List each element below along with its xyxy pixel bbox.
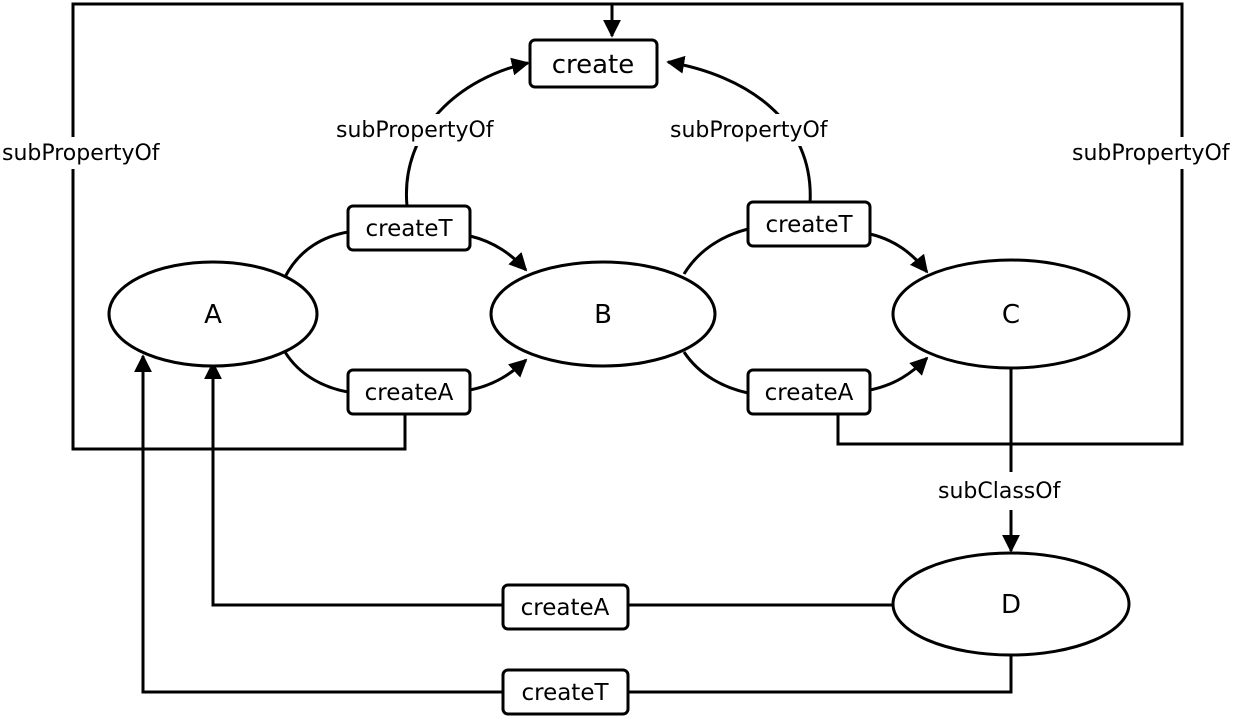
box-a-b-create-a-label: createA [365, 380, 454, 406]
edge-b-c-create-a-2 [869, 356, 929, 392]
box-a-b-create-t-label: createT [365, 216, 453, 242]
edge-a-b-create-a [283, 351, 349, 394]
box-b-c-create-t: createT [746, 200, 872, 248]
edge-outer-right-loop [612, 2, 1184, 446]
node-a-label: A [204, 300, 222, 330]
box-a-b-create-t: createT [346, 204, 472, 252]
edge-outer-left-loop [71, 2, 621, 451]
edge-label-sub-property-right-outer: subPropertyOf [1072, 141, 1231, 166]
edge-label-sub-property-right-inner: subPropertyOf [670, 118, 829, 143]
node-b: B [489, 260, 717, 368]
edge-label-sub-property-left-outer: subPropertyOf [2, 141, 161, 166]
edge-d-a-create-t-2 [134, 354, 503, 694]
edge-d-a-create-t [628, 654, 1013, 694]
edge-a-b-create-t-2 [469, 234, 528, 272]
node-c-label: C [1002, 300, 1020, 330]
box-create-label: create [552, 50, 635, 80]
edge-b-c-create-t-2 [869, 232, 929, 274]
box-d-a-create-a: createA [501, 583, 630, 631]
edge-label-sub-property-left-inner: subPropertyOf [336, 118, 495, 143]
box-create: create [528, 38, 659, 89]
box-d-a-create-t-label: createT [521, 680, 609, 706]
edge-a-b-create-a-2 [469, 358, 528, 392]
box-d-a-create-t: createT [501, 668, 630, 716]
box-a-b-create-a: createA [346, 368, 472, 416]
node-d-label: D [1001, 590, 1021, 620]
box-b-c-create-a-label: createA [765, 380, 854, 406]
node-a: A [107, 260, 319, 368]
node-b-label: B [594, 300, 612, 330]
node-d: D [891, 551, 1131, 657]
box-b-c-create-t-label: createT [765, 212, 853, 238]
box-d-a-create-a-label: createA [521, 595, 610, 621]
edge-b-c-create-a [682, 351, 749, 395]
box-b-c-create-a: createA [746, 368, 872, 416]
node-c: C [891, 258, 1131, 370]
edge-sub-property-right-inner [666, 55, 812, 205]
edge-d-a-create-a-2 [204, 361, 503, 607]
edge-label-sub-class-of: subClassOf [938, 479, 1062, 504]
edge-a-b-create-t [283, 230, 349, 278]
edge-sub-property-left-inner [404, 57, 530, 207]
edge-b-c-create-t [682, 227, 749, 275]
